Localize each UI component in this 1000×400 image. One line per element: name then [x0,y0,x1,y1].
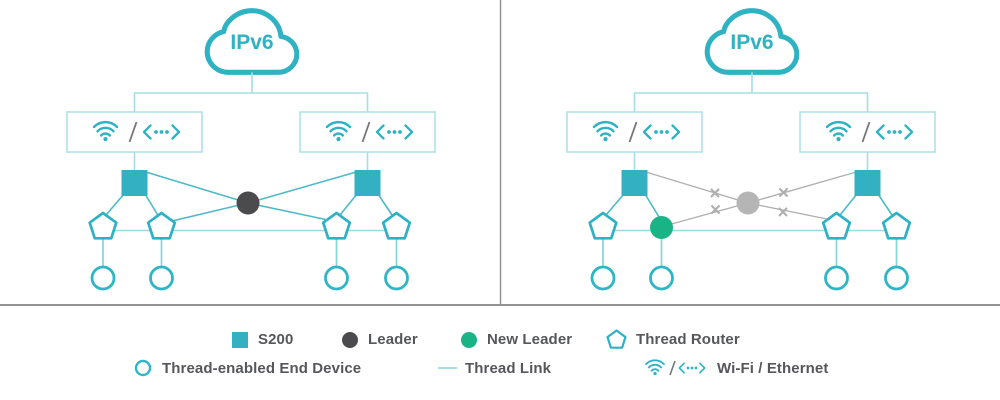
legend-item-new-leader: New Leader [461,330,572,350]
broken-leader-links [647,171,855,225]
legend-item-end-device: Thread-enabled End Device [134,358,361,378]
new-leader-dot-icon [461,331,477,348]
thread-link-line-icon [438,367,457,369]
thread-router-pentagon [146,211,177,240]
legend-item-thread-link: Thread Link [438,358,551,378]
end-device-circle-icon [134,359,152,377]
legend-label: Thread-enabled End Device [162,359,362,377]
thread-router-pentagon-icon [606,328,627,349]
leader-thread-links [147,171,355,222]
leader-dot-icon [342,331,358,348]
legend-item-leader: Leader [342,330,418,350]
legend-label: S200 [258,331,294,348]
legend-item-wifi-ethernet: Wi-Fi / Ethernet [643,358,828,378]
new-leader-node [650,216,673,239]
s200-square-icon [232,331,248,348]
legend-label: Leader [368,331,418,348]
leader-node [236,191,260,215]
legend-label: Thread Link [465,359,552,377]
ipv6-cloud-label: IPv6 [230,31,273,54]
network-diagrams: IPv6 IPv6 [0,0,1000,306]
legend-label: New Leader [487,331,573,348]
wifi-ethernet-icon [645,359,706,376]
legend-label: Wi-Fi / Ethernet [717,359,829,377]
right-panel: IPv6 [567,11,935,289]
left-panel: IPv6 [67,11,435,289]
legend-item-s200: S200 [232,330,293,350]
old-leader-node [736,191,760,215]
legend-label: Thread Router [636,331,740,348]
legend-item-thread-router: Thread Router [605,328,740,350]
ipv6-cloud-label: IPv6 [730,31,773,54]
